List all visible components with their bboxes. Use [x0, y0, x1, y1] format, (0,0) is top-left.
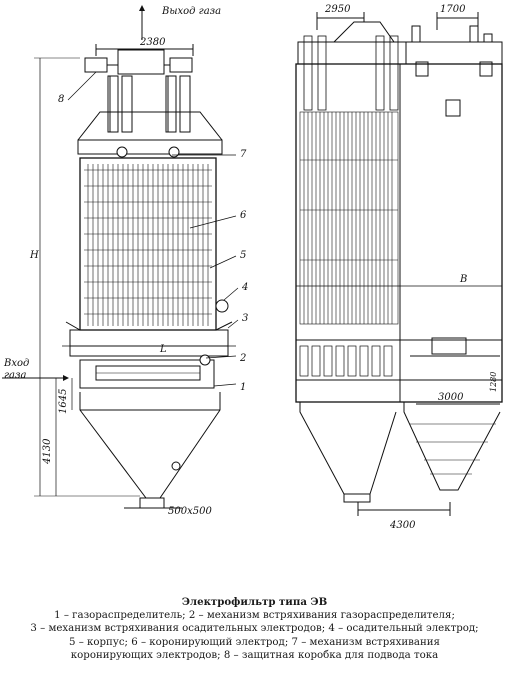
- side-view: [295, 12, 503, 516]
- gas-inlet-label-1: Вход: [3, 358, 29, 369]
- front-view: [2, 5, 239, 509]
- dim-4130: 4130: [42, 438, 53, 465]
- dim-1645: 1645: [58, 389, 69, 414]
- callout-8: 8: [58, 94, 64, 105]
- dim-1700: 1700: [440, 4, 466, 15]
- caption-line-2: 3 – механизм встряхивания осадительных э…: [30, 623, 479, 635]
- caption-line-3: 5 – корпус; 6 – коронирующий электрод; 7…: [68, 636, 440, 648]
- gas-outlet-label: Выход газа: [161, 6, 221, 17]
- dim-4300: 4300: [389, 520, 416, 531]
- callout-leaders: [67, 71, 239, 387]
- dim-2380: 2380: [139, 37, 166, 48]
- gas-inlet-label-2: газа: [4, 370, 26, 381]
- dim-B: B: [459, 274, 467, 285]
- caption-line-4: коронирующих электродов; 8 – защитная ко…: [70, 649, 439, 661]
- caption-line-1: 1 – газораспределитель; 2 – механизм вст…: [54, 610, 455, 622]
- side-electrode-grid: [299, 111, 399, 325]
- callout-4: 4: [241, 282, 248, 293]
- dim-L: L: [159, 344, 167, 355]
- top-insulators: [107, 75, 191, 133]
- caption-title: Электрофильтр типа ЭВ: [181, 596, 328, 608]
- callout-5: 5: [240, 250, 246, 261]
- callout-3: 3: [242, 313, 248, 324]
- callout-1: 1: [240, 382, 246, 393]
- dim-500x500: 500x500: [168, 506, 212, 517]
- figure-caption: Электрофильтр типа ЭВ 1 – газораспредели…: [0, 596, 509, 662]
- dim-1280: 1280: [489, 372, 498, 392]
- dim-H: H: [29, 250, 39, 261]
- callout-2: 2: [239, 353, 246, 364]
- dim-2950: 2950: [324, 4, 351, 15]
- technical-drawing: Выход газа 2380 2950 1700 H L B Вход газ…: [2, 4, 503, 531]
- dim-3000: 3000: [438, 392, 464, 403]
- callout-6: 6: [240, 210, 247, 221]
- electrode-grid: [84, 164, 212, 326]
- callout-7: 7: [240, 149, 247, 160]
